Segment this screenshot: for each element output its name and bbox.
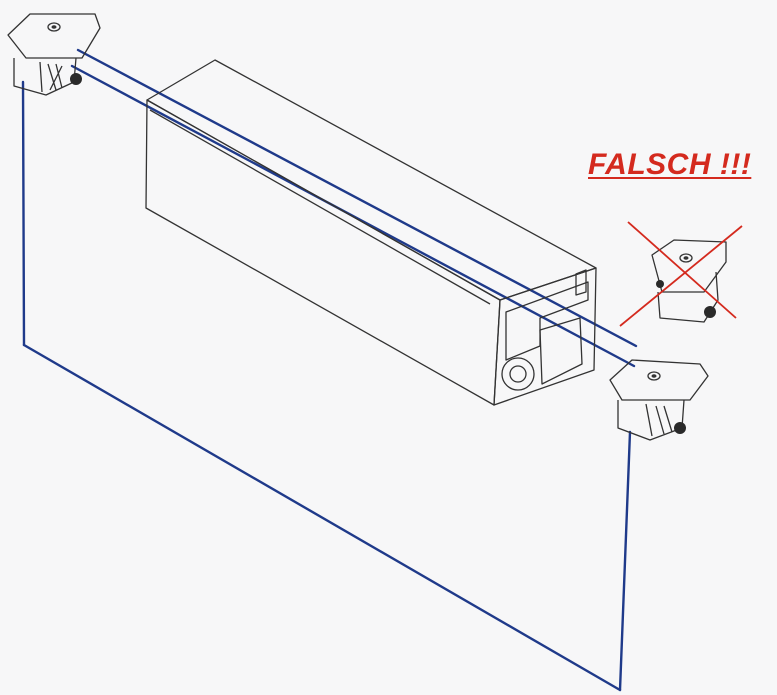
glass-top-edge-back bbox=[76, 48, 638, 348]
drive-unit bbox=[145, 59, 597, 406]
glass-panel bbox=[21, 48, 638, 692]
right-clamp-bracket bbox=[609, 359, 709, 441]
glass-right-edge bbox=[618, 430, 632, 692]
warning-label: FALSCH !!! bbox=[588, 148, 752, 181]
screw-icon bbox=[674, 422, 686, 434]
screw-icon bbox=[70, 73, 82, 85]
gear-icon bbox=[501, 357, 535, 391]
glass-left-edge bbox=[21, 80, 26, 347]
left-clamp-bracket bbox=[7, 13, 101, 96]
glass-bottom-edge bbox=[22, 343, 622, 692]
cross-out-icon bbox=[619, 221, 743, 327]
screw-icon bbox=[704, 306, 716, 318]
